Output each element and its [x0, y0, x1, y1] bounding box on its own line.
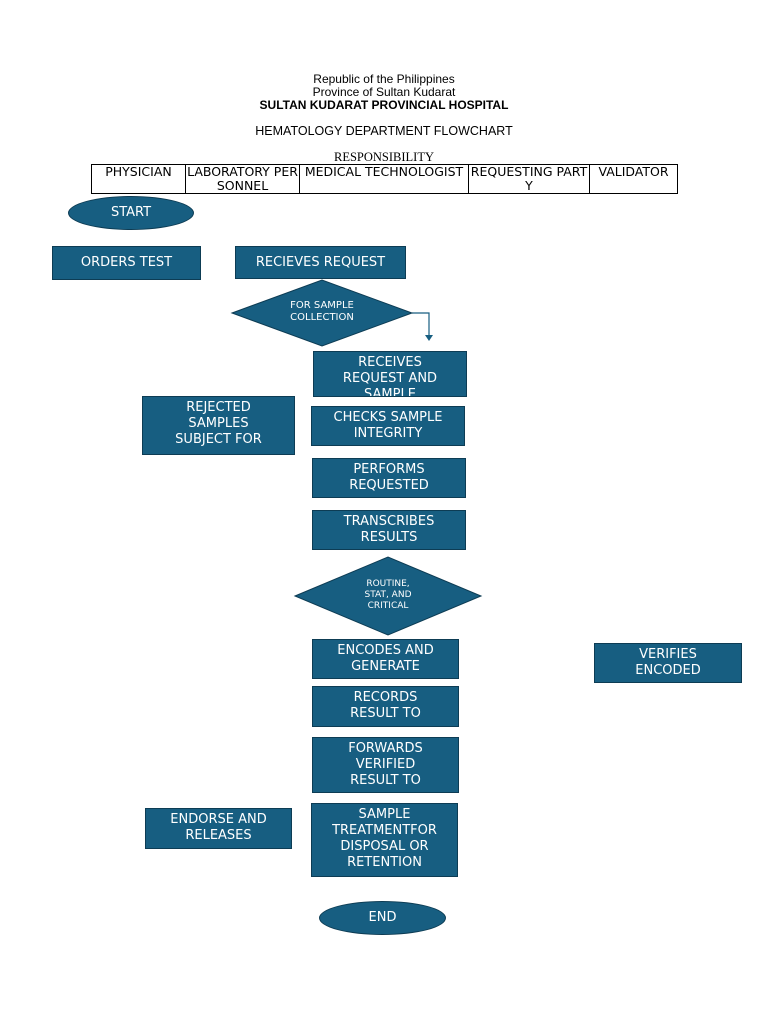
connector-arrow [412, 312, 430, 336]
process-endorse-and-releases: ENDORSE AND RELEASES [145, 808, 292, 849]
process-rejected-samples: REJECTED SAMPLES SUBJECT FOR [142, 396, 295, 455]
column-laboratory-personnel: LABORATORY PERSONNEL [185, 164, 300, 194]
decision-for-sample-collection [230, 279, 414, 347]
decision-routine-label: ROUTINE, STAT, AND CRITICAL [364, 579, 412, 611]
column-medical-technologist: MEDICAL TECHNOLOGIST [299, 164, 469, 194]
decision-routine-stat-critical [293, 556, 483, 636]
column-validator: VALIDATOR [589, 164, 678, 194]
process-forwards-verified-result: FORWARDS VERIFIED RESULT TO [312, 737, 459, 793]
responsibility-label: RESPONSIBILITY [333, 150, 434, 164]
process-performs-requested: PERFORMS REQUESTED [312, 458, 466, 498]
process-receives-request-and-sample: RECEIVES REQUEST AND SAMPLE [313, 351, 467, 397]
process-sample-treatment: SAMPLE TREATMENTFOR DISPOSAL OR RETENTIO… [311, 803, 458, 877]
decision-for-sample-label: FOR SAMPLE COLLECTION [290, 300, 354, 323]
process-orders-test: ORDERS TEST [52, 246, 201, 280]
column-requesting-party: REQUESTING PARTY [468, 164, 590, 194]
process-transcribes-results: TRANSCRIBES RESULTS [312, 510, 466, 550]
process-checks-sample-integrity: CHECKS SAMPLE INTEGRITY [311, 406, 465, 446]
end-terminal: END [319, 901, 446, 935]
column-physician: PHYSICIAN [91, 164, 186, 194]
header-province: Province of Sultan Kudarat [312, 85, 456, 99]
process-receives-request: RECIEVES REQUEST [235, 246, 406, 279]
start-terminal: START [68, 196, 194, 230]
process-encodes-and-generate: ENCODES AND GENERATE [312, 639, 459, 679]
header-hospital: SULTAN KUDARAT PROVINCIAL HOSPITAL [259, 98, 509, 112]
process-verifies-encoded: VERIFIES ENCODED [594, 643, 742, 683]
responsibility-table: PHYSICIAN LABORATORY PERSONNEL MEDICAL T… [91, 164, 678, 194]
process-records-result: RECORDS RESULT TO [312, 686, 459, 727]
page-title: HEMATOLOGY DEPARTMENT FLOWCHART [255, 124, 513, 138]
header-republic: Republic of the Philippines [313, 72, 455, 86]
connector-arrowhead [425, 335, 433, 341]
